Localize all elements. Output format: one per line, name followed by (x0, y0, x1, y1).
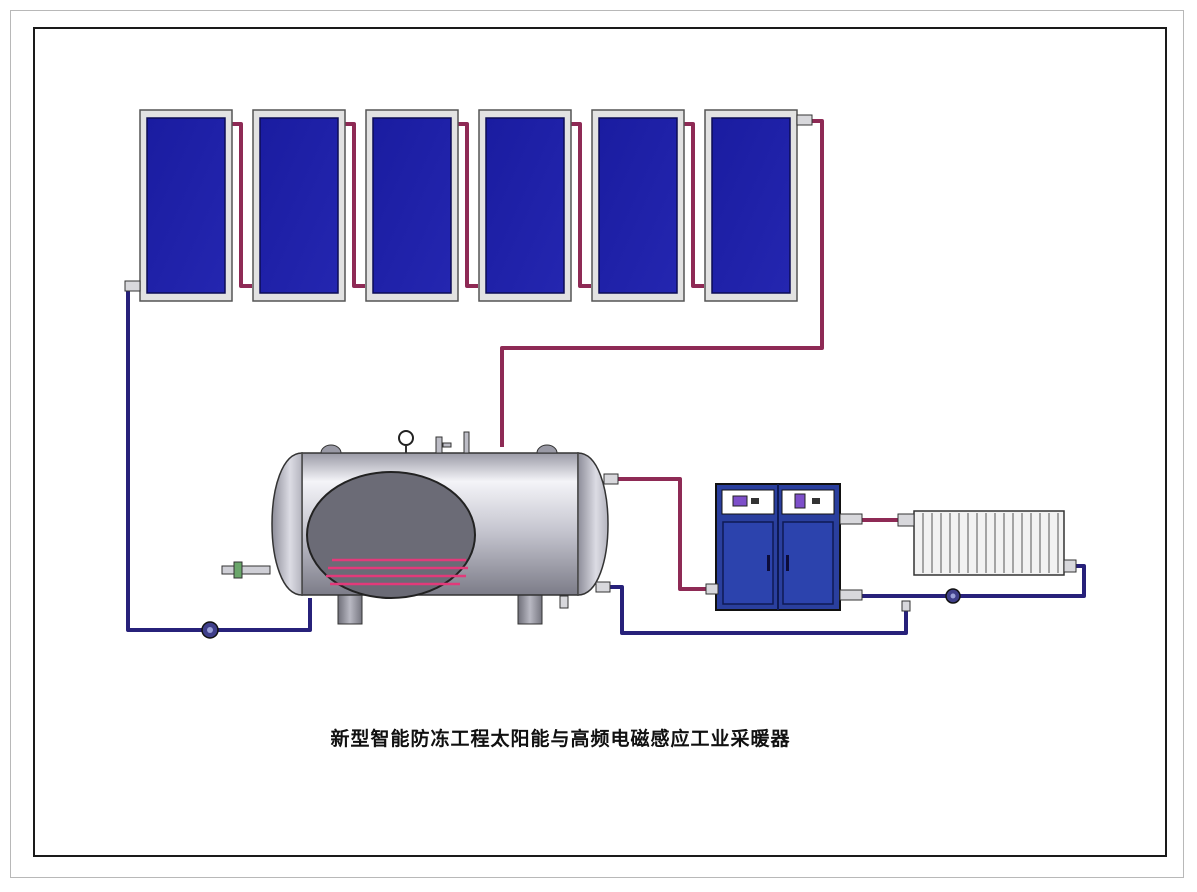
valve-icon (897, 513, 915, 527)
cabinet-door (722, 521, 774, 605)
hot-water-pipes (232, 119, 912, 591)
solar-panel-icon (365, 109, 459, 302)
valve-icon (1063, 559, 1077, 573)
valve-icon (595, 581, 611, 593)
panel-link-pipe (458, 122, 478, 288)
storage-tank-icon (221, 430, 619, 625)
valve-icon (705, 583, 719, 595)
radiator-icon (897, 510, 1077, 576)
outer-frame (10, 10, 1184, 878)
diagram-caption: 新型智能防冻工程太阳能与高频电磁感应工业采暖器 (330, 728, 791, 750)
valve-icon (435, 436, 443, 454)
valve-icon (901, 600, 911, 612)
solar-panel-icon (252, 109, 346, 302)
valve-icon (463, 431, 470, 454)
diagram-border (33, 27, 1167, 857)
valve-icon (839, 513, 863, 525)
cold-water-pipes (126, 285, 1086, 635)
panel-link-pipe (571, 122, 591, 288)
valve-icon (796, 114, 813, 126)
circulation-pump-icon (201, 621, 219, 639)
cabinet-door (782, 521, 834, 605)
valve-icon (839, 589, 863, 601)
tank-return-pipe (598, 585, 908, 635)
solar-panel-icon (139, 109, 233, 302)
induction-heater-icon (705, 483, 863, 611)
solar-panel-icon (478, 109, 572, 302)
display-screen (732, 495, 748, 507)
valve-icon (603, 473, 619, 485)
panel-link-pipe (345, 122, 365, 288)
valve-icon (124, 280, 141, 292)
solar-outlet-pipe (500, 119, 824, 447)
solar-panel-array (124, 109, 813, 302)
panel-link-pipe (684, 122, 704, 288)
solar-panel-icon (704, 109, 798, 302)
valve-icon (559, 595, 569, 609)
radiator-return-pipe (842, 564, 1086, 598)
solar-panel-icon (591, 109, 685, 302)
tank-to-heater-pipe (612, 477, 716, 591)
circulation-pump-icon (945, 588, 961, 604)
valve-icon (442, 442, 452, 448)
heating-coil (326, 558, 468, 586)
valve-icon (221, 561, 271, 579)
display-screen (794, 493, 806, 509)
pressure-gauge-icon (398, 430, 414, 453)
panel-link-pipe (232, 122, 252, 288)
